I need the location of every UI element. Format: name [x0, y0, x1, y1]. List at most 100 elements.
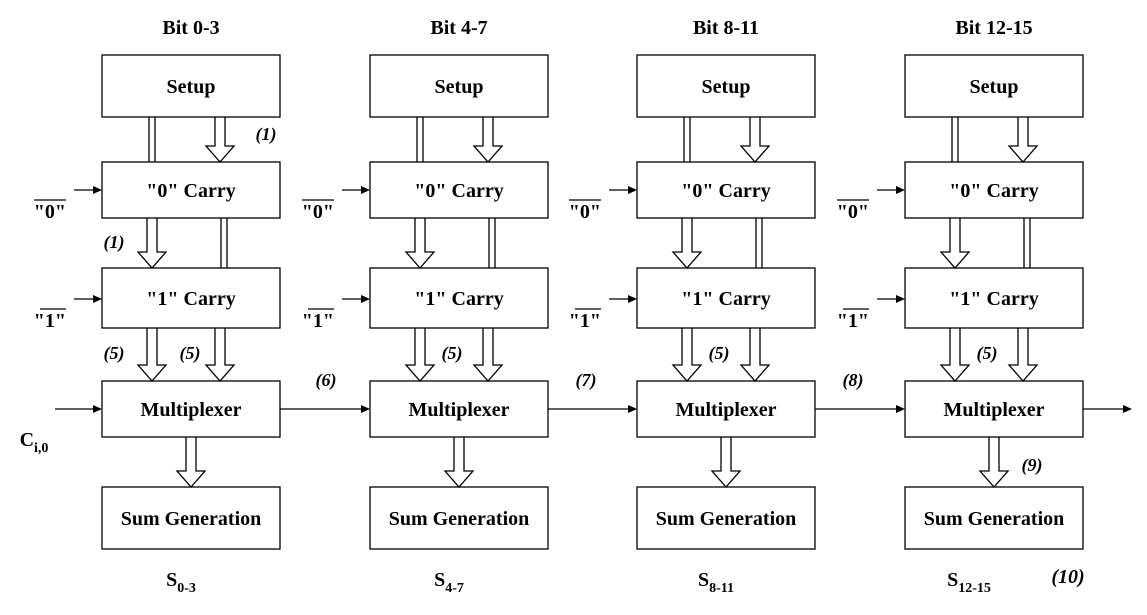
stage-2-carry0-carry1-arrow: [671, 218, 703, 269]
stage-3-mux-sum-arrow: [978, 437, 1010, 488]
stage-2-sum-output-label: S8-11: [698, 569, 734, 596]
stage-2-multiplexer-block-label: Multiplexer: [675, 399, 776, 421]
stage-1-setup-carry0-arrow: [472, 117, 504, 163]
stage-0-mux-sum-arrow: [175, 437, 207, 488]
stage-0-setup-carry0-arrow: [204, 117, 236, 163]
stage-3-carry1-mux-arrow-a: [939, 328, 971, 382]
stage-0-carry-chain-arrow-head: [93, 405, 102, 413]
stage-3-multiplexer-block: [904, 380, 1084, 438]
stage-3-setup-block-label: Setup: [970, 76, 1019, 98]
delay-final-sum: (10): [1051, 566, 1084, 588]
stage-0-carry1-block: [101, 267, 281, 329]
delay-carry1-path-stage0: (5): [180, 343, 201, 364]
stage-1-zero-input-label: "0": [302, 201, 334, 223]
stage-2-carry0-block: [636, 161, 816, 219]
stage-3-carry0-block-label: "0" Carry: [949, 180, 1038, 202]
stage-3-sum-generation-block: [904, 486, 1084, 550]
stage-2-carry1-block-label: "1" Carry: [681, 288, 770, 310]
delay-setup-to-carry0: (1): [256, 124, 277, 145]
carry-out-arrow-head: [1123, 405, 1132, 413]
stage-1-multiplexer-block-label: Multiplexer: [408, 399, 509, 421]
stage-0-one-input-arrow-head: [93, 295, 102, 303]
stage-3-header: Bit 12-15: [955, 17, 1032, 39]
stage-2-zero-input-label: "0": [569, 201, 601, 223]
stage-2-mux-sum-arrow: [710, 437, 742, 488]
stage-3-carry1-block-label: "1" Carry: [949, 288, 1038, 310]
stage-0-sum-generation-block-label: Sum Generation: [121, 508, 262, 530]
stage-2-carry0-block-label: "0" Carry: [681, 180, 770, 202]
stage-1-one-input-arrow-head: [361, 295, 370, 303]
stage-1-setup-block-label: Setup: [435, 76, 484, 98]
stage-0-zero-input-label: "0": [34, 201, 66, 223]
stage-3-carry0-block: [904, 161, 1084, 219]
stage-0-carry1-mux-arrow-b: [204, 328, 236, 382]
stage-1-delay-carry1-path: (5): [442, 343, 463, 364]
stage-1-setup-block: [369, 54, 549, 118]
stage-0-carry1-mux-arrow-a: [136, 328, 168, 382]
carry-in-label: Ci,0: [20, 429, 49, 456]
stage-1-sum-generation-block-label: Sum Generation: [389, 508, 530, 530]
stage-0-one-input-label: "1": [34, 310, 66, 332]
delay-mux-out-stage2: (7): [576, 370, 597, 391]
stage-2-setup-block-label: Setup: [702, 76, 751, 98]
stage-0-sum-output-label: S0-3: [166, 569, 196, 596]
stage-3-carry1-block: [904, 267, 1084, 329]
stage-1-mux-sum-arrow: [443, 437, 475, 488]
stage-0-setup-block-label: Setup: [167, 76, 216, 98]
stage-3-carry1-mux-arrow-b: [1007, 328, 1039, 382]
stage-1-one-input-label: "1": [302, 310, 334, 332]
stage-3-multiplexer-block-label: Multiplexer: [943, 399, 1044, 421]
stage-2-sum-generation-block: [636, 486, 816, 550]
stage-0-carry1-block-label: "1" Carry: [146, 288, 235, 310]
stage-2-carry1-block: [636, 267, 816, 329]
delay-mux-out-stage1: (6): [316, 370, 337, 391]
stage-3-sum-output-label: S12-15: [947, 569, 991, 596]
stage-3-one-input-arrow-head: [896, 295, 905, 303]
delay-mux-out-stage3: (8): [843, 370, 864, 391]
stage-0-carry0-carry1-arrow: [136, 218, 168, 269]
delay-mux-to-sum-last: (9): [1022, 455, 1043, 476]
stage-3-zero-input-label: "0": [837, 201, 869, 223]
stage-2-setup-block: [636, 54, 816, 118]
stage-2-zero-input-arrow-head: [628, 186, 637, 194]
stage-1-carry1-mux-arrow-a: [404, 328, 436, 382]
delay-carry0-to-carry1: (1): [104, 232, 125, 253]
stage-2-carry-chain-arrow-head: [628, 405, 637, 413]
stage-0-header: Bit 0-3: [162, 17, 219, 39]
stage-1-carry1-block: [369, 267, 549, 329]
stage-2-setup-carry0-arrow: [739, 117, 771, 163]
stage-3-zero-input-arrow-head: [896, 186, 905, 194]
stage-2-carry1-mux-arrow-a: [671, 328, 703, 382]
stage-1-carry0-block: [369, 161, 549, 219]
stage-1-carry1-block-label: "1" Carry: [414, 288, 503, 310]
stage-3-sum-generation-block-label: Sum Generation: [924, 508, 1065, 530]
stage-1-zero-input-arrow-head: [361, 186, 370, 194]
stage-1-carry1-mux-arrow-b: [472, 328, 504, 382]
stage-3-setup-carry0-arrow: [1007, 117, 1039, 163]
stage-2-carry1-mux-arrow-b: [739, 328, 771, 382]
stage-0-carry0-block-label: "0" Carry: [146, 180, 235, 202]
stage-3-one-input-label: "1": [837, 310, 869, 332]
stage-0-sum-generation-block: [101, 486, 281, 550]
stage-2-sum-generation-block-label: Sum Generation: [656, 508, 797, 530]
stage-0-setup-block: [101, 54, 281, 118]
stage-0-carry0-block: [101, 161, 281, 219]
stage-2-one-input-arrow-head: [628, 295, 637, 303]
stage-3-setup-block: [904, 54, 1084, 118]
stage-0-zero-input-arrow-head: [93, 186, 102, 194]
stage-2-multiplexer-block: [636, 380, 816, 438]
stage-2-one-input-label: "1": [569, 310, 601, 332]
stage-1-sum-output-label: S4-7: [434, 569, 464, 596]
stage-1-sum-generation-block: [369, 486, 549, 550]
stage-1-carry0-block-label: "0" Carry: [414, 180, 503, 202]
stage-0-multiplexer-block: [101, 380, 281, 438]
delay-carry0-path: (5): [104, 343, 125, 364]
stage-3-carry0-carry1-arrow: [939, 218, 971, 269]
stage-0-multiplexer-block-label: Multiplexer: [140, 399, 241, 421]
stage-1-carry-chain-arrow-head: [361, 405, 370, 413]
stage-1-header: Bit 4-7: [430, 17, 487, 39]
stage-3-delay-carry1-path: (5): [977, 343, 998, 364]
stage-2-header: Bit 8-11: [693, 17, 759, 39]
stage-1-carry0-carry1-arrow: [404, 218, 436, 269]
